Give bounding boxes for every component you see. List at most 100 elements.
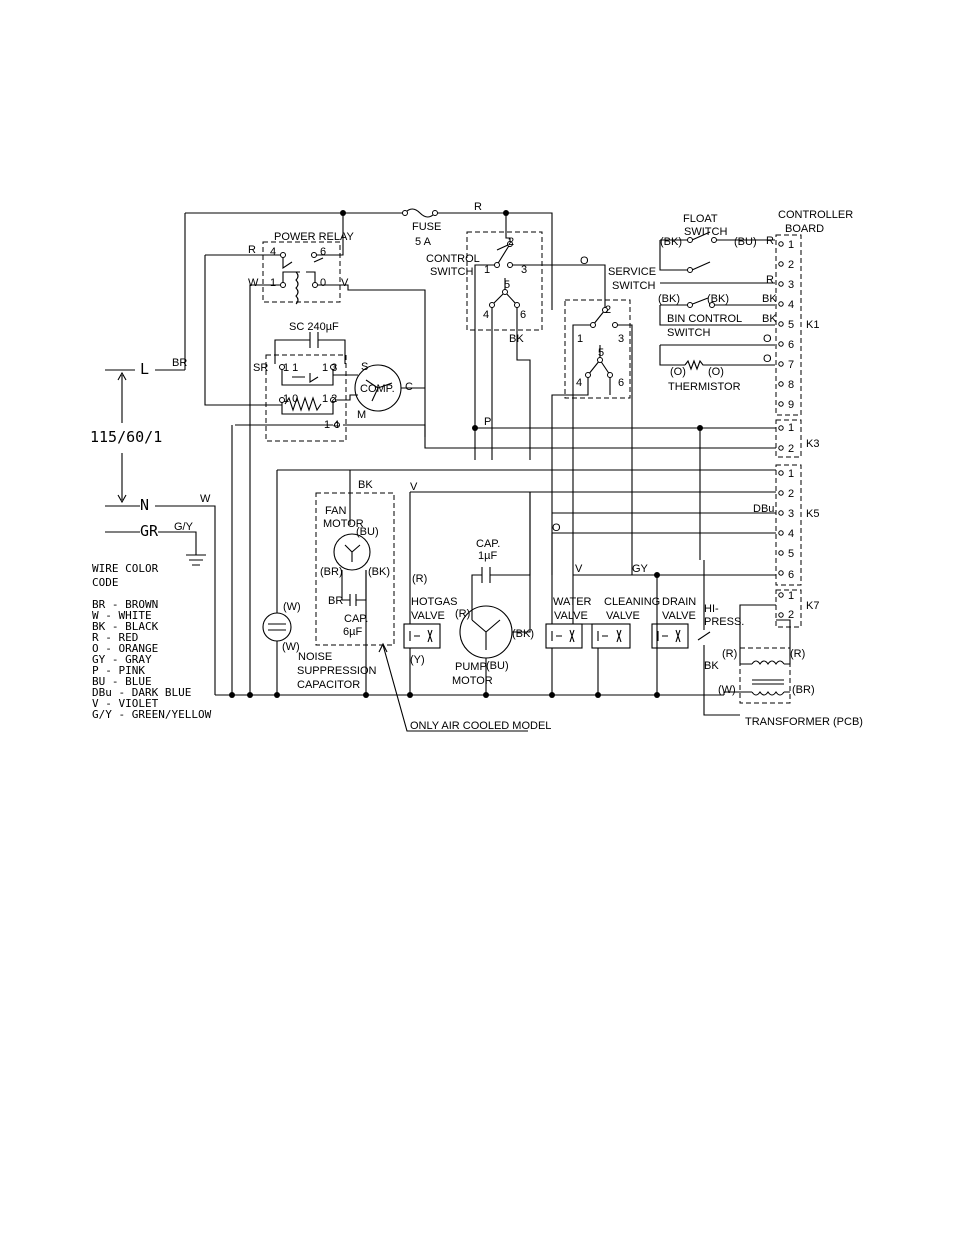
k1-pin-8: 8 <box>788 379 794 391</box>
wire-color-legend: WIRE COLOR CODE BR - BROWN W - WHITE BK … <box>92 562 212 721</box>
serv-pin-1: 1 <box>577 333 583 345</box>
therm-tag-o2: (O) <box>708 366 724 378</box>
k1-pin-7: 7 <box>788 359 794 371</box>
drain-valve-label-2: VALVE <box>662 610 696 622</box>
fuse-label: FUSE <box>412 221 441 233</box>
hi-press-switch <box>697 560 740 716</box>
fuse-rating: 5 A <box>415 236 432 248</box>
k1-tag-o6: O <box>763 333 772 345</box>
bin-tag-bk2: (BK) <box>707 293 729 305</box>
sr-pin-12: 1 2 <box>322 393 337 405</box>
k1-label: K1 <box>806 319 819 331</box>
transformer-label: TRANSFORMER (PCB) <box>745 716 863 728</box>
service-switch-label-2: SWITCH <box>612 280 655 292</box>
service-switch-label-1: SERVICE <box>608 266 656 278</box>
pump-tag-bu: (BU) <box>486 660 509 672</box>
wire-label-br-fancap: BR <box>328 595 343 607</box>
relay-pin-1: 1 <box>270 277 276 289</box>
k1-pin-4: 4 <box>788 299 794 311</box>
noise-tag-w1: (W) <box>283 601 301 613</box>
legend-item: O - ORANGE <box>92 642 158 655</box>
start-relay <box>232 332 426 442</box>
bin-control-label-1: BIN CONTROL <box>667 313 742 325</box>
wire-label-r-top: R <box>474 201 482 213</box>
controller-board-label-1: CONTROLLER <box>778 209 853 221</box>
sr-pin-10: 1 0 <box>283 393 298 405</box>
controller-board-label-2: BOARD <box>785 223 824 235</box>
k3-pin-1: 1 <box>788 422 794 434</box>
relay-feed-wire <box>204 254 255 695</box>
connector-k5 <box>775 464 802 586</box>
supply <box>105 369 216 695</box>
pin-terminal <box>778 592 784 598</box>
wire-label-bk-fan: BK <box>358 479 373 491</box>
legend-item: R - RED <box>92 631 138 644</box>
wire-label-v-relay: V <box>341 277 349 289</box>
noise-suppression-capacitor <box>262 469 350 695</box>
k1-tag-r3: R <box>766 274 774 286</box>
noise-cap-label-3: CAPACITOR <box>297 679 360 691</box>
k1-pin-2: 2 <box>788 259 794 271</box>
supply-line-label: L <box>140 360 149 378</box>
drain-valve <box>651 623 689 649</box>
float-switch-label-2: SWITCH <box>684 226 727 238</box>
k1-pin-3: 3 <box>788 279 794 291</box>
relay-pin-6: 6 <box>320 246 326 258</box>
fan-tag-bu: (BU) <box>356 526 379 538</box>
legend-item: P - PINK <box>92 664 145 677</box>
k3-label: K3 <box>806 438 819 450</box>
k5-pin-4: 4 <box>788 528 794 540</box>
fan-cap-label-2: 6µF <box>343 626 362 638</box>
junction-dot <box>503 210 509 216</box>
wire-label-dbu: DBu <box>753 503 774 515</box>
water-valve-label-2: VALVE <box>554 610 588 622</box>
legend-item: W - WHITE <box>92 609 152 622</box>
legend-title-1: WIRE COLOR <box>92 562 159 575</box>
control-switch-label-1: CONTROL <box>426 253 480 265</box>
serv-pin-2: 2 <box>605 304 611 316</box>
wire-label-p: P <box>484 416 491 428</box>
serv-pin-3: 3 <box>618 333 624 345</box>
water-valve-label-1: WATER <box>553 596 592 608</box>
k1-pin-9: 9 <box>788 399 794 411</box>
pin-terminal <box>778 281 784 287</box>
transformer <box>723 604 791 704</box>
wire-label-o-k5: O <box>552 522 561 534</box>
cleaning-valve <box>572 575 631 695</box>
junction-dot <box>654 572 660 578</box>
comp-label: COMP. <box>360 383 395 395</box>
k3-pin-2: 2 <box>788 443 794 455</box>
start-cap-label: SC 240µF <box>289 321 339 333</box>
pin-terminal <box>778 241 784 247</box>
k7-pin-2: 2 <box>788 609 794 621</box>
ctrl-pin-4: 4 <box>483 309 489 321</box>
connector-k1 <box>775 234 802 416</box>
ctrl-pin-1: 1 <box>484 264 490 276</box>
comp-pin-s: S <box>361 361 368 373</box>
ctrl-pin-3: 3 <box>521 264 527 276</box>
noise-tag-w2: (W) <box>282 641 300 653</box>
fan-tag-bk: (BK) <box>368 566 390 578</box>
supply-neutral-label: N <box>140 496 149 514</box>
k5-pin-1: 1 <box>788 468 794 480</box>
supply-voltage: 115/60/1 <box>90 428 162 446</box>
control-switch <box>466 231 580 460</box>
k1-tag-o7: O <box>763 353 772 365</box>
noise-cap-label-2: SUPPRESSION <box>297 665 377 677</box>
k7-label: K7 <box>806 600 819 612</box>
pin-terminal <box>778 470 784 476</box>
pin-terminal <box>778 550 784 556</box>
serv-pin-5: 5 <box>598 347 604 359</box>
hi-press-label-1: HI- <box>704 603 719 615</box>
sr-pin-13: 1 3 <box>322 362 337 374</box>
wire-label-gy: G/Y <box>174 521 194 533</box>
k5-pin-6: 6 <box>788 569 794 581</box>
compressor <box>354 364 425 412</box>
comp-pin-c: C <box>405 381 413 393</box>
power-relay <box>255 241 426 437</box>
noise-cap-label-1: NOISE <box>298 651 332 663</box>
drain-valve-label-1: DRAIN <box>662 596 696 608</box>
wire-label-w-neutral: W <box>200 493 211 505</box>
control-switch-label-2: SWITCH <box>430 266 473 278</box>
pin-terminal <box>778 381 784 387</box>
